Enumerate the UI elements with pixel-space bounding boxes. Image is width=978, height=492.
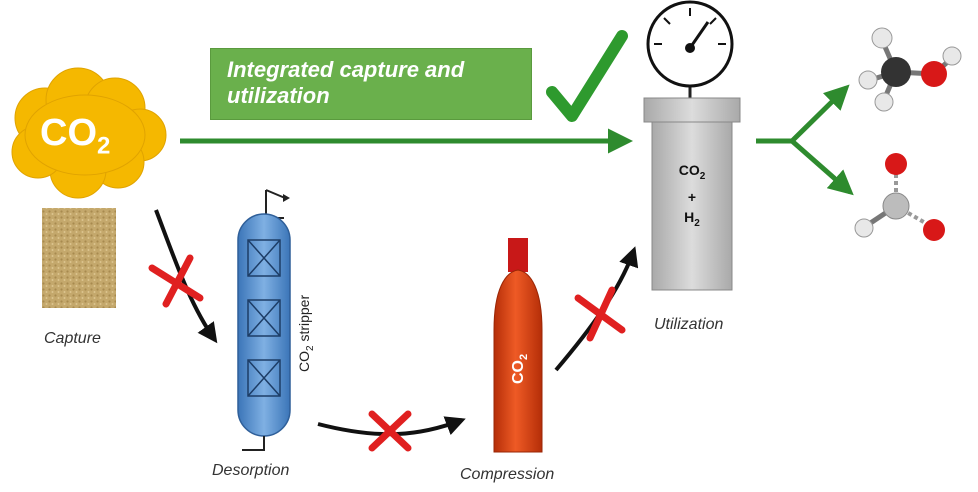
cylinder-label: CO2 [510, 354, 530, 384]
stripper-formula-sub: 2 [304, 345, 316, 351]
formic-acid-molecule-icon [854, 153, 945, 241]
reactor-h2: H [684, 208, 695, 225]
reactor-co2-sub: 2 [699, 170, 706, 182]
capture-label: Capture [44, 330, 101, 347]
blocked-cross-icon [368, 410, 412, 452]
co2-stripper-icon [237, 189, 291, 451]
capture-to-desorption-arrow [154, 209, 218, 344]
compression-label: Compression [460, 466, 555, 483]
reactor-contents-label: CO2 + H2 [652, 160, 732, 234]
utilization-label: Utilization [654, 316, 724, 333]
sorbent-image [42, 208, 116, 308]
integrated-capture-banner: Integrated capture and utilization [210, 48, 532, 120]
stripper-formula: CO [296, 351, 312, 372]
stripper-word: stripper [296, 294, 312, 346]
product-branch-arrows [756, 84, 854, 196]
stripper-label: CO2 stripper [296, 212, 316, 372]
reactor-co2: CO [678, 162, 700, 178]
reactor-plus: + [687, 188, 697, 205]
cloud-formula-sub: 2 [97, 132, 111, 160]
co2-cylinder-icon [493, 238, 543, 453]
cylinder-formula-sub: 2 [518, 353, 531, 360]
co2-cloud-icon [11, 67, 167, 199]
blocked-cross-icon [574, 286, 626, 342]
reactor-h2-sub: 2 [694, 217, 700, 229]
blocked-cross-icon [148, 254, 204, 308]
banner-line-1: Integrated capture and [227, 57, 465, 82]
methanol-molecule-icon [858, 27, 962, 112]
cloud-formula: CO [40, 112, 97, 154]
check-icon [546, 30, 628, 122]
banner-line-2: utilization [227, 83, 330, 108]
cylinder-formula: CO [510, 360, 527, 384]
reactor-icon [643, 0, 741, 291]
desorption-label: Desorption [212, 462, 290, 479]
cloud-co2-label: CO2 [40, 112, 110, 161]
